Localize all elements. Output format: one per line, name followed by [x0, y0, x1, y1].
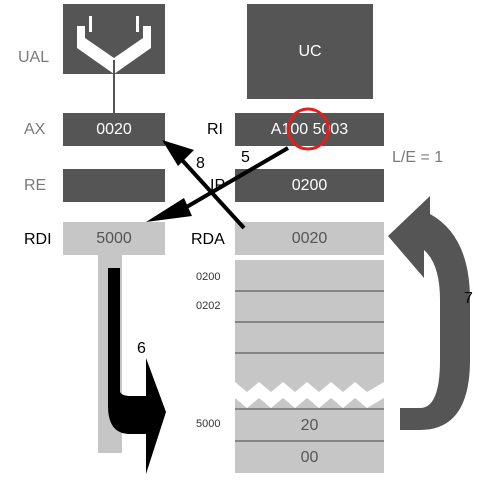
rda-register: 0020: [235, 222, 384, 255]
step-7-arrow: [388, 196, 470, 430]
memory-break: [235, 382, 384, 408]
ual-label: UAL: [18, 49, 50, 66]
step-8-arrow-line: [180, 158, 246, 230]
step-7-label: 7: [464, 290, 473, 307]
memory-address-0202: 0202: [196, 300, 221, 312]
operand-highlight-circle: [286, 107, 330, 151]
ri-register: A100 5003: [235, 113, 384, 146]
ri-label: RI: [207, 121, 223, 138]
rda-label: RDA: [191, 231, 225, 248]
step-8-label: 8: [196, 155, 205, 172]
ax-register: 0020: [63, 113, 165, 146]
step-8-arrowhead: [162, 140, 194, 166]
step-5-label: 5: [241, 149, 250, 166]
step-5-arrow-line: [176, 146, 290, 214]
uc-block: UC: [247, 4, 373, 99]
step-6-label: 6: [137, 340, 146, 357]
ip-register: 0200: [235, 169, 384, 202]
memory-address-0200: 0200: [196, 271, 221, 283]
step-6-arrow: [108, 268, 166, 474]
memory-cell-5001: 00: [300, 448, 319, 466]
re-label: RE: [24, 177, 47, 194]
memory-address-5000: 5000: [196, 418, 221, 430]
re-register: [63, 169, 165, 202]
rdi-register: 5000: [63, 222, 165, 255]
ual-connector-line: [113, 60, 115, 114]
rdi-label: RDI: [24, 231, 52, 248]
read-write-signal-label: L/E = 1: [392, 149, 444, 166]
memory-cell-5000: 20: [300, 416, 319, 434]
ax-label: AX: [24, 121, 46, 138]
step-5-arrowhead: [146, 198, 192, 222]
